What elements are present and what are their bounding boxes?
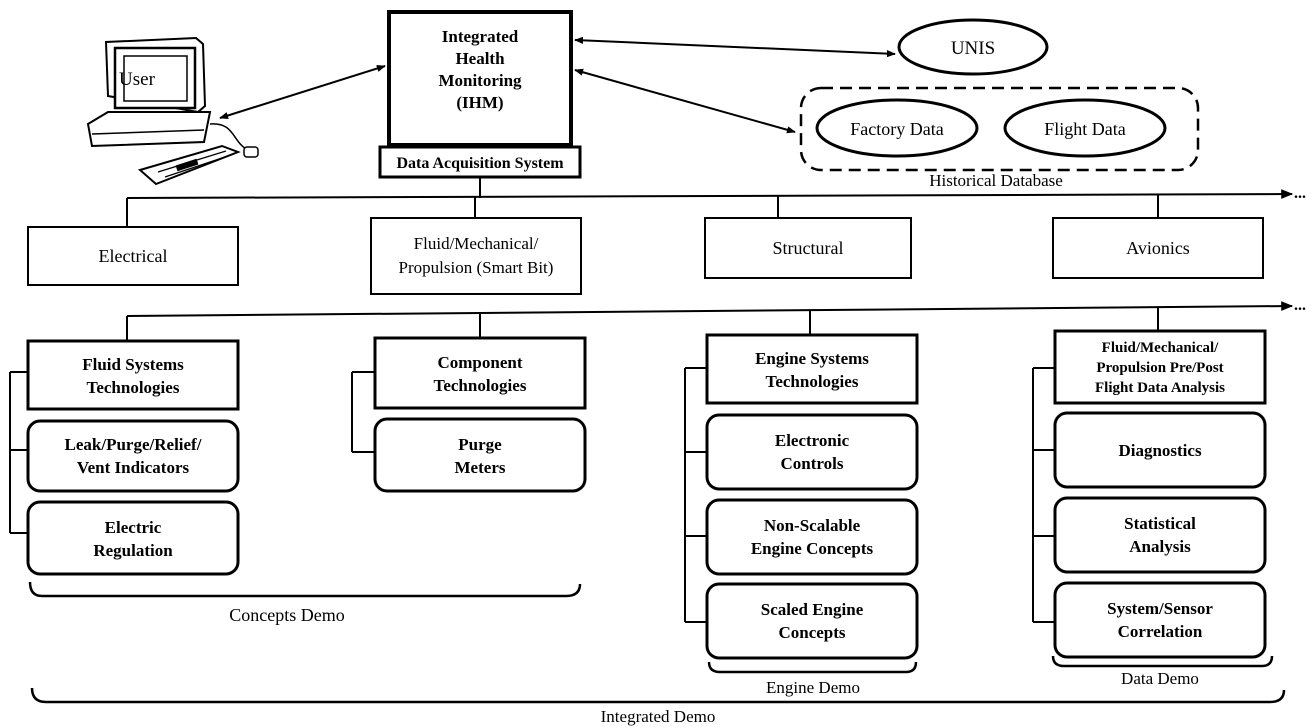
leak-purge-label-1: Leak/Purge/Relief/ [65,435,202,454]
system-sensor-label-2: Correlation [1118,622,1203,641]
engine-demo-bracket [707,661,918,674]
flight-data-label: Flight Data [1044,119,1126,139]
engine-systems-header-2: Technologies [766,372,859,391]
system-sensor-correlation-box [1053,581,1267,659]
factory-data-label: Factory Data [850,119,943,139]
scaled-engine-label-2: Concepts [778,623,845,642]
concepts-demo-bracket [28,581,582,598]
ihm-line-1: Integrated [442,27,519,46]
electrical-label: Electrical [99,246,168,266]
fluid-systems-technologies-box [26,339,240,411]
flight-analysis-header-1: Fluid/Mechanical/ [1102,340,1220,356]
non-scalable-engine-concepts-box [705,498,919,576]
continuation-middle: ... [1294,297,1306,314]
electronic-controls-label-2: Controls [781,454,844,473]
concepts-demo-label: Concepts Demo [229,605,344,625]
scaled-engine-label-1: Scaled Engine [761,600,864,619]
non-scalable-label-2: Engine Concepts [751,539,874,558]
flight-data-ellipse [1003,98,1167,158]
ihm-line-4: (IHM) [456,93,503,112]
fluid-mechanical-label-1: Fluid/Mechanical/ [414,234,539,253]
purge-meters-label-1: Purge [458,435,502,454]
ihm-line-3: Monitoring [438,71,522,90]
ihm-box [387,10,573,147]
statistical-analysis-label-1: Statistical [1124,514,1196,533]
computer-user-icon [86,36,259,186]
fluid-systems-header-2: Technologies [87,378,180,397]
fluid-mechanical-label-2: Propulsion (Smart Bit) [399,258,554,277]
avionics-label: Avionics [1126,238,1190,258]
engine-demo-label: Engine Demo [766,678,860,697]
purge-meters-box [373,417,587,493]
historical-database-group [799,86,1200,172]
electric-regulation-box [26,500,240,576]
component-header-2: Technologies [434,376,527,395]
electrical-box [27,226,239,286]
electronic-controls-label-1: Electronic [775,431,850,450]
statistical-analysis-label-2: Analysis [1129,537,1191,556]
bus-line-middle [126,301,1294,317]
flight-data-analysis-box [1053,329,1267,405]
system-sensor-label-1: System/Sensor [1107,599,1213,618]
user-label: User [119,69,156,90]
leak-purge-relief-vent-box [26,419,240,493]
diagnostics-label: Diagnostics [1118,441,1202,460]
flight-analysis-header-2: Propulsion Pre/Post [1096,360,1223,376]
electric-regulation-label-2: Regulation [93,541,173,560]
purge-meters-label-2: Meters [455,458,506,477]
integrated-demo-label: Integrated Demo [601,707,716,726]
diagnostics-box [1053,411,1267,489]
engine-systems-header-1: Engine Systems [755,349,869,368]
electronic-controls-box [705,413,919,491]
non-scalable-label-1: Non-Scalable [764,516,861,535]
avionics-box [1052,217,1264,279]
factory-data-ellipse [815,98,979,158]
continuation-top: ... [1294,185,1306,202]
das-label: Data Acquisition System [396,155,564,172]
statistical-analysis-box [1053,496,1267,574]
scaled-engine-concepts-box [705,582,919,660]
unis-label: UNIS [951,38,995,59]
leak-purge-label-2: Vent Indicators [77,458,190,477]
engine-systems-technologies-box [705,333,919,405]
ihm-unis-arrow [574,36,896,58]
bus-line-top [126,189,1294,199]
structural-label: Structural [773,238,844,258]
flight-analysis-header-3: Flight Data Analysis [1095,380,1225,396]
integrated-demo-bracket [30,687,1286,704]
data-demo-bracket [1051,655,1274,668]
ihm-line-2: Health [455,49,505,68]
data-demo-label: Data Demo [1121,669,1199,688]
unis-ellipse [897,18,1049,76]
fluid-mechanical-propulsion-box [370,217,582,295]
user-ihm-arrow [219,65,386,119]
component-technologies-box [373,336,587,410]
ihm-historical-arrow [574,68,796,134]
historical-database-caption: Historical Database [929,171,1063,190]
fluid-systems-header-1: Fluid Systems [82,355,184,374]
electric-regulation-label-1: Electric [105,518,162,537]
structural-box [704,217,912,279]
component-header-1: Component [437,353,522,372]
